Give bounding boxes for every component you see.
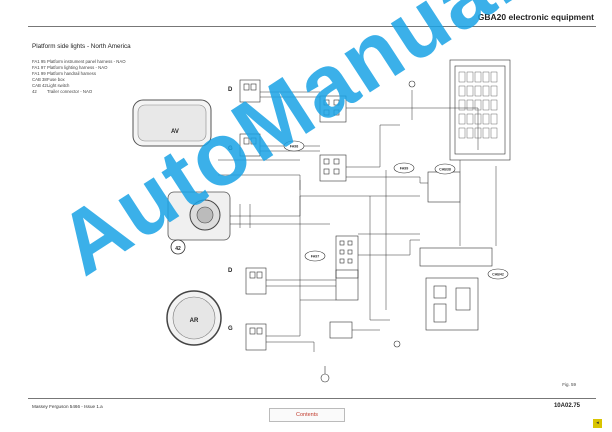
document-header-title: GBA20 electronic equipment <box>477 12 594 22</box>
front-lamp-illustration: AV <box>132 99 212 147</box>
legend-list: FA1 95Platform instrument panel harness … <box>32 59 126 95</box>
legend-item: FA1 99Platform handrail harness <box>32 71 96 76</box>
tag-cab38: CAB38 <box>439 168 451 172</box>
footer-page-number: 10A02.75 <box>553 403 580 409</box>
figure-label: Fig. 59 <box>562 382 576 387</box>
footer-divider <box>28 398 596 399</box>
page-title: Platform side lights - North America <box>32 43 131 50</box>
tag-fa97: FA97 <box>311 255 320 259</box>
legend-item: CAB 42Light switch <box>32 83 70 88</box>
label-g2: G <box>228 326 233 332</box>
footer-publication: Massey Ferguson 5466 - Issue 1.a <box>32 404 103 409</box>
contents-button[interactable]: Contents <box>269 408 345 422</box>
tag-fa99: FA99 <box>400 167 409 171</box>
label-av: AV <box>171 129 179 135</box>
harness-tags: FA98 FA99 FA97 CAB38 CAB42 <box>283 140 509 280</box>
page-nav-icon[interactable]: ◂ <box>593 419 602 428</box>
legend-item: FA1 95Platform instrument panel harness … <box>32 59 126 64</box>
legend-item: FA1 97Platform lighting harness - NAO <box>32 65 108 70</box>
label-d2: D <box>228 268 233 274</box>
tag-cab42: CAB42 <box>492 273 504 277</box>
legend-item: CAB 38Fuse box <box>32 77 65 82</box>
label-d1: D <box>228 87 233 93</box>
label-g1: G <box>228 146 233 152</box>
header-divider <box>28 26 596 27</box>
rear-lamp-illustration: AR <box>166 290 222 346</box>
trailer-connector-illustration: 42 <box>167 191 231 255</box>
label-42: 42 <box>175 246 181 252</box>
tag-fa98: FA98 <box>290 145 299 149</box>
label-ar: AR <box>190 318 199 324</box>
